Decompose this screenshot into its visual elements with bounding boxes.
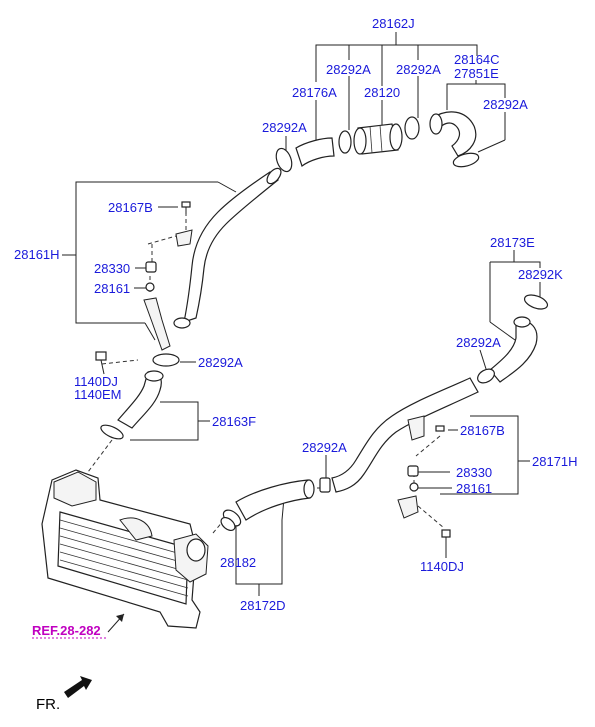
label-28172D[interactable]: 28172D bbox=[240, 598, 286, 613]
label-1140EM[interactable]: 1140EM bbox=[74, 387, 121, 402]
part-bracket-right bbox=[397, 495, 419, 519]
part-bolt-28167B-left bbox=[181, 201, 191, 214]
part-bolt-28167B-right bbox=[435, 425, 445, 432]
label-28161-1[interactable]: 28161 bbox=[94, 281, 130, 296]
label-28182[interactable]: 28182 bbox=[220, 555, 256, 570]
part-bolt-1140DJ-right bbox=[441, 529, 451, 546]
part-collar-28161-right bbox=[409, 482, 419, 492]
part-bushing-28330-left bbox=[145, 261, 157, 273]
clamp-28292A-upper-right bbox=[404, 116, 420, 140]
ref-28-282-link[interactable]: REF.28-282 bbox=[32, 623, 101, 638]
part-resonator-28120 bbox=[353, 123, 403, 155]
part-hose-28173E bbox=[489, 294, 549, 383]
label-28164C[interactable]: 28164C bbox=[454, 52, 500, 67]
clamp-28292A-right bbox=[477, 368, 495, 384]
part-pipe-28161H bbox=[173, 167, 282, 329]
part-clamp-28182 bbox=[220, 509, 242, 532]
assembly-dashes bbox=[87, 212, 445, 534]
part-labels: 28162J 28292A 28164C 27851E 28292A 28176… bbox=[14, 16, 578, 713]
label-28330-1[interactable]: 28330 bbox=[94, 261, 130, 276]
label-28292A-1[interactable]: 28292A bbox=[326, 62, 371, 77]
label-28292A-4[interactable]: 28292A bbox=[262, 120, 307, 135]
label-28292A-7[interactable]: 28292A bbox=[302, 440, 347, 455]
label-28292A-5[interactable]: 28292A bbox=[456, 335, 501, 350]
label-28330-2[interactable]: 28330 bbox=[456, 465, 492, 480]
label-28161H[interactable]: 28161H bbox=[14, 247, 60, 262]
part-collar-28161-left bbox=[145, 282, 155, 292]
label-28292K[interactable]: 28292K bbox=[518, 267, 563, 282]
clamp-28292A-elbow bbox=[452, 152, 480, 168]
part-bracket-left bbox=[143, 297, 171, 351]
label-28176A[interactable]: 28176A bbox=[292, 85, 337, 100]
front-direction-label: FR. bbox=[36, 696, 60, 713]
ref-arrow bbox=[107, 613, 125, 633]
label-28292A-3[interactable]: 28292A bbox=[483, 97, 528, 112]
part-pipe-28171H bbox=[331, 377, 479, 493]
label-27851E[interactable]: 27851E bbox=[454, 66, 499, 81]
label-1140DJ-1[interactable]: 1140DJ bbox=[74, 374, 118, 389]
part-intercooler bbox=[41, 469, 209, 629]
label-28173E[interactable]: 28173E bbox=[490, 235, 535, 250]
front-arrow-icon bbox=[64, 676, 92, 698]
part-upper-hose-28176A bbox=[295, 137, 335, 167]
label-28292A-6[interactable]: 28292A bbox=[198, 355, 243, 370]
clamp-28292A-mid-left bbox=[152, 353, 180, 367]
label-28162J[interactable]: 28162J bbox=[372, 16, 415, 31]
part-bushing-28330-right bbox=[407, 465, 419, 477]
label-28171H[interactable]: 28171H bbox=[532, 454, 578, 469]
label-28167B-1[interactable]: 28167B bbox=[108, 200, 153, 215]
part-bolt-1140DJ-left bbox=[95, 351, 107, 375]
part-hose-28163F bbox=[100, 370, 164, 440]
leader-lines bbox=[62, 32, 541, 596]
clamp-28292A-upper-left bbox=[275, 130, 352, 173]
label-28161-2[interactable]: 28161 bbox=[456, 481, 492, 496]
label-28163F[interactable]: 28163F bbox=[212, 414, 256, 429]
label-28120[interactable]: 28120 bbox=[364, 85, 400, 100]
part-elbow-28164C bbox=[429, 111, 477, 157]
label-28292A-2[interactable]: 28292A bbox=[396, 62, 441, 77]
label-28167B-2[interactable]: 28167B bbox=[460, 423, 505, 438]
clamp-28292A-small bbox=[319, 477, 331, 493]
label-1140DJ-2[interactable]: 1140DJ bbox=[420, 559, 464, 574]
part-hose-28172D bbox=[235, 479, 315, 521]
